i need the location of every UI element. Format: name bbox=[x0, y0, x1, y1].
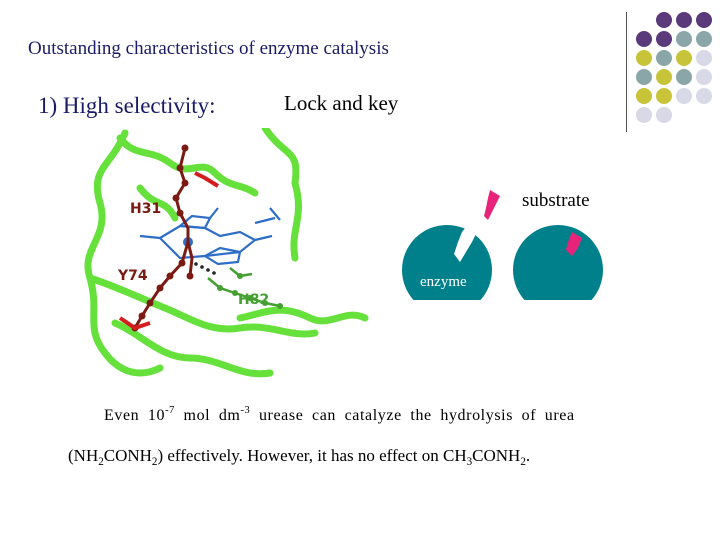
decor-dot bbox=[656, 69, 672, 85]
decor-dot bbox=[656, 12, 672, 28]
substrate-free bbox=[484, 190, 500, 220]
decor-dot bbox=[636, 88, 652, 104]
label-h31: H31 bbox=[130, 201, 161, 217]
decor-dot-grid bbox=[636, 12, 712, 123]
body-text-line-1: Even 10-7 mol dm-3 urease can catalyze t… bbox=[104, 405, 575, 424]
decor-dot bbox=[636, 107, 652, 123]
decor-dot bbox=[636, 31, 652, 47]
lock-and-key-diagram bbox=[402, 190, 603, 300]
enzyme-label: enzyme bbox=[420, 274, 467, 290]
oxygen-atoms bbox=[118, 171, 220, 331]
decor-dot bbox=[656, 31, 672, 47]
decor-dot bbox=[696, 12, 712, 28]
decor-dot bbox=[676, 12, 692, 28]
slide-title: Outstanding characteristics of enzyme ca… bbox=[28, 38, 389, 59]
protein-ribbon bbox=[84, 128, 369, 378]
decor-dot bbox=[636, 69, 652, 85]
protein-structure-figure: H31 Y74 H82 bbox=[84, 128, 369, 378]
decor-dot bbox=[696, 69, 712, 85]
subtitle-high-selectivity: 1) High selectivity: bbox=[38, 93, 216, 118]
decor-dot bbox=[676, 50, 692, 66]
substrate-bound bbox=[566, 232, 582, 256]
decor-dot bbox=[656, 107, 672, 123]
enzyme-circle-right bbox=[513, 225, 603, 300]
decor-dot bbox=[676, 69, 692, 85]
decor-dot bbox=[676, 31, 692, 47]
decor-divider bbox=[626, 12, 627, 132]
active-site-slot bbox=[454, 222, 480, 262]
decor-dot bbox=[636, 50, 652, 66]
decor-dot bbox=[696, 31, 712, 47]
decor-dot bbox=[656, 88, 672, 104]
label-y74: Y74 bbox=[117, 268, 148, 284]
subtitle-lock-and-key: Lock and key bbox=[284, 91, 399, 115]
label-h82: H82 bbox=[238, 292, 269, 308]
body-text-line-2: (NH2CONH2) effectively. However, it has … bbox=[68, 446, 531, 468]
decor-dot bbox=[656, 50, 672, 66]
heme-group bbox=[139, 207, 281, 266]
decor-dot bbox=[696, 50, 712, 66]
decor-dot bbox=[696, 88, 712, 104]
decor-dot bbox=[676, 88, 692, 104]
substrate-label: substrate bbox=[522, 190, 590, 211]
h82-atoms bbox=[217, 273, 283, 309]
hydrogen-bond bbox=[194, 262, 216, 275]
